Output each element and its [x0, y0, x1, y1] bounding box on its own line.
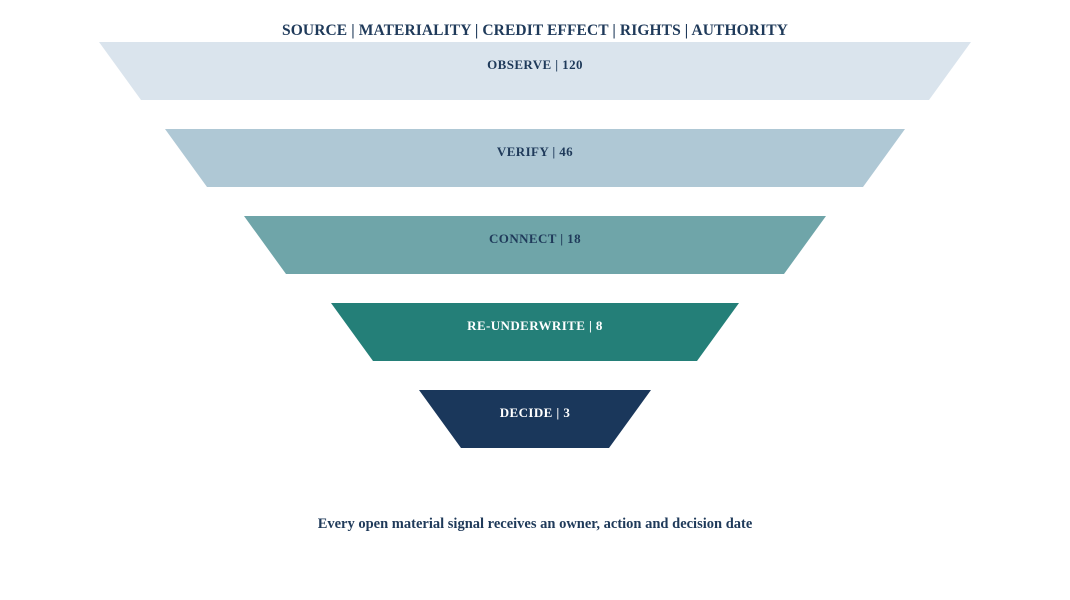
stage-separator: |	[552, 57, 563, 72]
stage-name: RE-UNDERWRITE	[467, 318, 585, 333]
funnel-stage-shape-connect	[244, 216, 826, 274]
funnel-stage-shape-observe	[99, 42, 971, 100]
funnel-stage-observe: OBSERVE | 120	[99, 42, 971, 100]
funnel-stage-shape-verify	[165, 129, 905, 187]
stage-name: CONNECT	[489, 231, 557, 246]
stage-count: 3	[563, 405, 570, 420]
stage-count: 120	[562, 57, 583, 72]
funnel-stage-label-observe: OBSERVE | 120	[487, 57, 583, 72]
stage-name: DECIDE	[500, 405, 553, 420]
funnel-stage-label-decide: DECIDE | 3	[500, 405, 571, 420]
criteria-separator: |	[681, 22, 692, 39]
stage-count: 46	[559, 144, 573, 159]
criteria-credit-effect: CREDIT EFFECT	[482, 22, 609, 39]
funnel-stage-connect: CONNECT | 18	[244, 216, 826, 274]
funnel-stage-shape-re-underwrite	[331, 303, 739, 361]
funnel-stage-label-verify: VERIFY | 46	[497, 144, 573, 159]
funnel-stage-verify: VERIFY | 46	[165, 129, 905, 187]
criteria-source: SOURCE	[282, 22, 347, 39]
funnel-stage-shape-decide	[419, 390, 651, 448]
criteria-authority: AUTHORITY	[691, 22, 788, 39]
stage-count: 8	[596, 318, 603, 333]
stage-name: OBSERVE	[487, 57, 551, 72]
funnel-stage-decide: DECIDE | 3	[419, 390, 651, 448]
criteria-separator: |	[347, 22, 358, 39]
criteria-header: SOURCE | MATERIALITY | CREDIT EFFECT | R…	[282, 22, 788, 39]
footer-note: Every open material signal receives an o…	[318, 516, 753, 532]
criteria-separator: |	[471, 22, 482, 39]
stage-separator: |	[585, 318, 596, 333]
criteria-materiality: MATERIALITY	[359, 22, 471, 39]
stage-separator: |	[549, 144, 560, 159]
stage-separator: |	[553, 405, 564, 420]
stage-name: VERIFY	[497, 144, 549, 159]
criteria-separator: |	[608, 22, 619, 39]
funnel-stage-re-underwrite: RE-UNDERWRITE | 8	[331, 303, 739, 361]
stage-count: 18	[567, 231, 581, 246]
funnel-stage-label-connect: CONNECT | 18	[489, 231, 581, 246]
stage-separator: |	[557, 231, 568, 246]
funnel-stage-label-re-underwrite: RE-UNDERWRITE | 8	[467, 318, 603, 333]
criteria-rights: RIGHTS	[620, 22, 681, 39]
